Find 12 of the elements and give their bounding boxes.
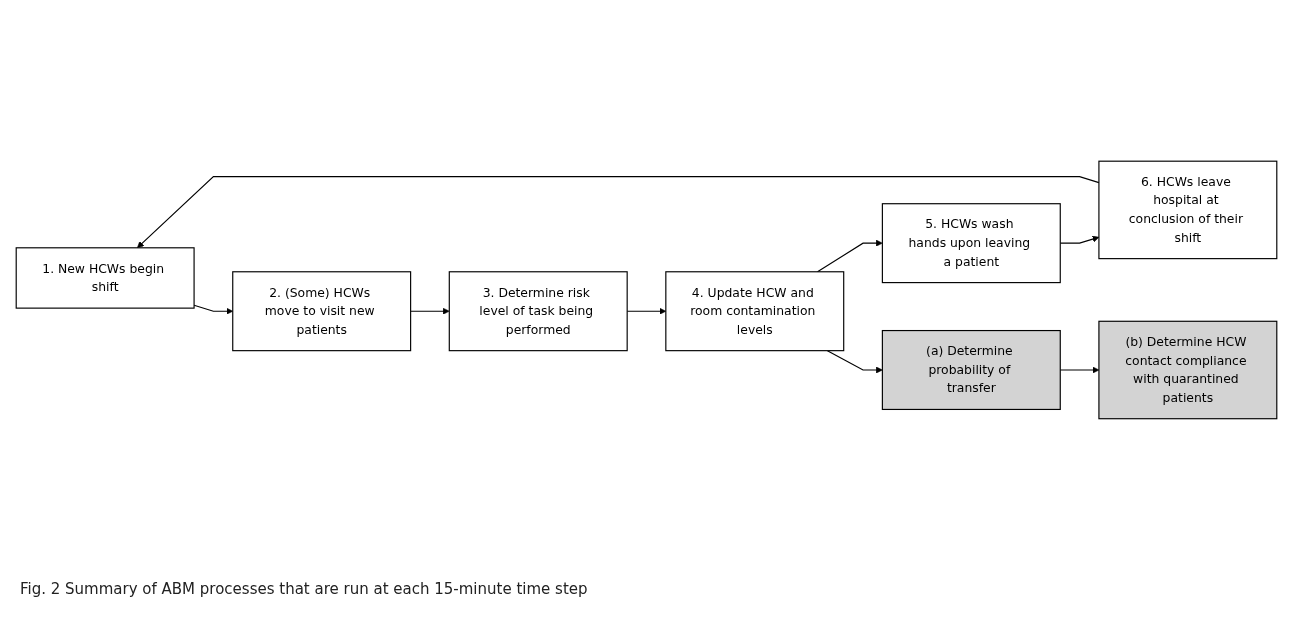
node-box: 6. HCWs leave hospital at conclusion of their shift (1098, 160, 1278, 260)
node-box: (a) Determine probability of transfer (881, 330, 1061, 411)
node-box: (b) Determine HCW contact compliance with quarantined patients (1098, 320, 1278, 420)
node-box: 1. New HCWs begin shift (15, 247, 195, 309)
node-box: 3. Determine risk level of task being performed (448, 271, 628, 352)
figure-caption: Fig. 2 Summary of ABM processes that are run at each 15-minute time step (20, 580, 589, 598)
node-box: 4. Update HCW and room contamination levels (665, 271, 845, 352)
arrow (410, 307, 450, 315)
arrow (826, 350, 883, 374)
arrow (816, 239, 883, 273)
node-box: 2. (Some) HCWs move to visit new patients (232, 271, 412, 352)
node-box: 5. HCWs wash hands upon leaving a patient (881, 203, 1061, 284)
